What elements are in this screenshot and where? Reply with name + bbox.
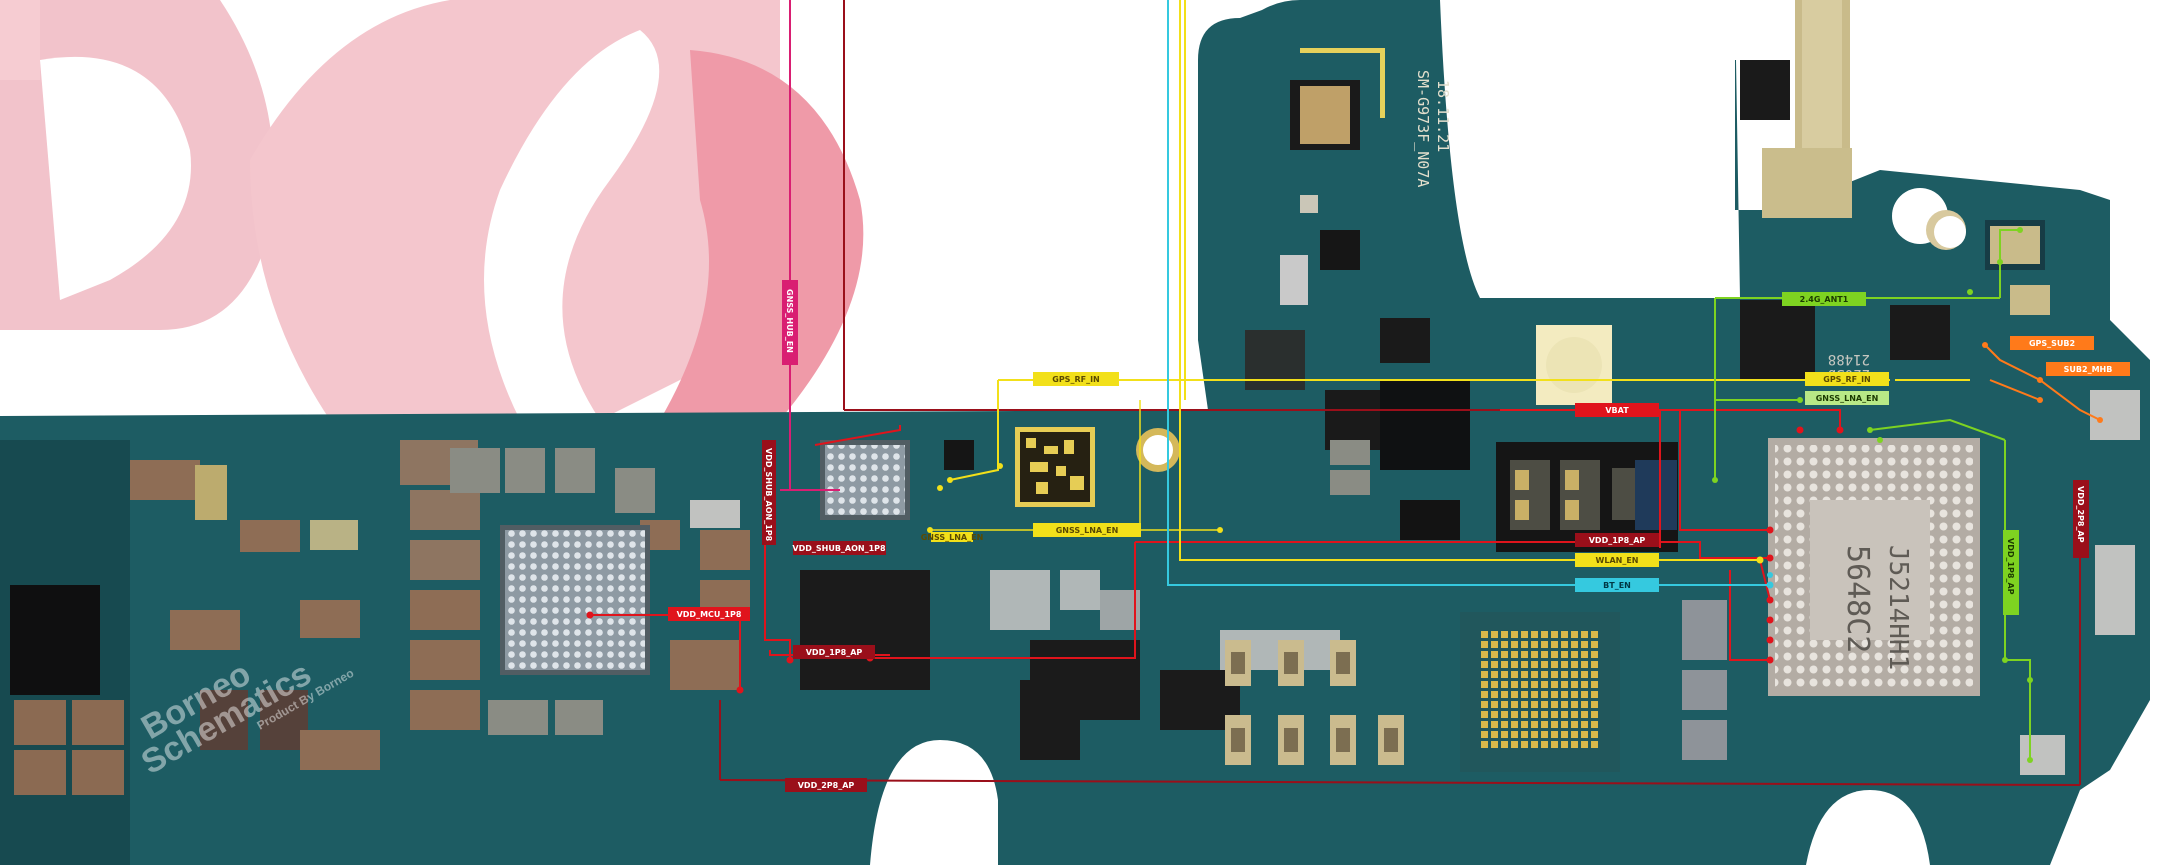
board-date-silk: 18.11.21 — [1434, 80, 1452, 152]
net-label-vbat: VBAT — [1575, 403, 1659, 417]
net-label-gnss-hub-en: GNSS_HUB_EN — [782, 280, 798, 365]
net-label-gps-rf-in-left: GPS_RF_IN — [1033, 372, 1119, 386]
svg-text:SUB2_MHB: SUB2_MHB — [2064, 365, 2113, 374]
svg-text:WLAN_EN: WLAN_EN — [1596, 556, 1639, 565]
svg-text:VDD_MCU_1P8: VDD_MCU_1P8 — [677, 610, 742, 619]
svg-text:VDD_2P8_AP: VDD_2P8_AP — [2076, 486, 2085, 543]
svg-text:GPS_SUB2: GPS_SUB2 — [2029, 339, 2075, 348]
svg-text:VDD_SHUB_AON_1P8: VDD_SHUB_AON_1P8 — [764, 448, 773, 542]
svg-text:VBAT: VBAT — [1605, 406, 1629, 415]
svg-text:GPS_RF_IN: GPS_RF_IN — [1052, 375, 1100, 384]
net-label-gnss-lna-en-small: GNSS_LNA_EN — [921, 532, 984, 542]
svg-text:BT_EN: BT_EN — [1603, 581, 1631, 590]
net-labels: GNSS_HUB_EN VDD_SHUB_AON_1P8 VDD_SHUB_AO… — [668, 280, 2130, 792]
net-label-vdd-1p8-ap-right: VDD_1P8_AP — [1575, 533, 1659, 547]
svg-text:VDD_1P8_AP: VDD_1P8_AP — [2006, 538, 2015, 595]
svg-text:GNSS_LNA_EN: GNSS_LNA_EN — [1816, 394, 1879, 403]
svg-text:2.4G_ANT1: 2.4G_ANT1 — [1800, 295, 1849, 304]
watermark-background — [0, 0, 864, 420]
svg-text:VDD_1P8_AP: VDD_1P8_AP — [806, 648, 863, 657]
svg-text:GNSS_LNA_EN: GNSS_LNA_EN — [921, 533, 984, 542]
net-label-vdd-2p8-ap-bottom: VDD_2P8_AP — [785, 778, 867, 792]
board-model-silk: SM-G973F_N07A — [1414, 70, 1432, 187]
net-label-vdd-shub-aon-1p8-vertical: VDD_SHUB_AON_1P8 — [762, 440, 776, 545]
net-label-bt-en: BT_EN — [1575, 578, 1659, 592]
net-label-vdd-1p8-ap-left: VDD_1P8_AP — [793, 645, 875, 659]
net-label-gnss-lna-en-right: GNSS_LNA_EN — [1805, 391, 1889, 405]
net-label-2-4g-ant1: 2.4G_ANT1 — [1782, 292, 1866, 306]
components — [0, 48, 2140, 865]
svg-text:GNSS_HUB_EN: GNSS_HUB_EN — [785, 289, 794, 353]
svg-text:VDD_1P8_AP: VDD_1P8_AP — [1589, 536, 1646, 545]
svg-text:VDD_SHUB_AON_1P8: VDD_SHUB_AON_1P8 — [792, 544, 886, 553]
net-label-gnss-lna-en-left: GNSS_LNA_EN — [1033, 523, 1141, 537]
net-label-vdd-shub-aon-1p8: VDD_SHUB_AON_1P8 — [792, 541, 886, 555]
svg-text:VDD_2P8_AP: VDD_2P8_AP — [798, 781, 855, 790]
net-label-gps-rf-in-right: GPS_RF_IN — [1805, 372, 1889, 386]
svg-text:GNSS_LNA_EN: GNSS_LNA_EN — [1056, 526, 1119, 535]
net-label-vdd-mcu-1p8: VDD_MCU_1P8 — [668, 607, 750, 621]
net-label-sub2-mhb: SUB2_MHB — [2046, 362, 2130, 376]
net-label-wlan-en: WLAN_EN — [1575, 553, 1659, 567]
net-dots — [586, 227, 2103, 763]
svg-text:GPS_RF_IN: GPS_RF_IN — [1823, 375, 1871, 384]
big-chip-line2: J5214HH1 — [1883, 545, 1913, 670]
net-label-green-vertical: VDD_1P8_AP — [2003, 530, 2019, 615]
big-chip-line1: 5648C2 — [1840, 545, 1875, 653]
net-label-vdd-2p8-ap-right: VDD_2P8_AP — [2073, 480, 2089, 558]
net-label-gps-sub2: GPS_SUB2 — [2010, 336, 2094, 350]
rf-chip-line1: 21488 — [1828, 351, 1870, 367]
